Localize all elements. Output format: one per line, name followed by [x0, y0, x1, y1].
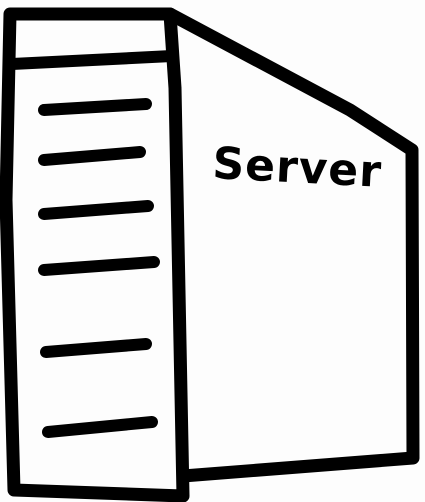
slot-4: [44, 262, 154, 270]
slot-5: [46, 344, 146, 352]
server-label: Server: [211, 138, 383, 198]
slot-2: [44, 152, 140, 160]
slot-6: [48, 422, 152, 432]
slot-1: [44, 104, 146, 110]
side-panel-outline: [170, 14, 413, 476]
slot-3: [44, 206, 148, 214]
front-top-band: [12, 56, 172, 64]
